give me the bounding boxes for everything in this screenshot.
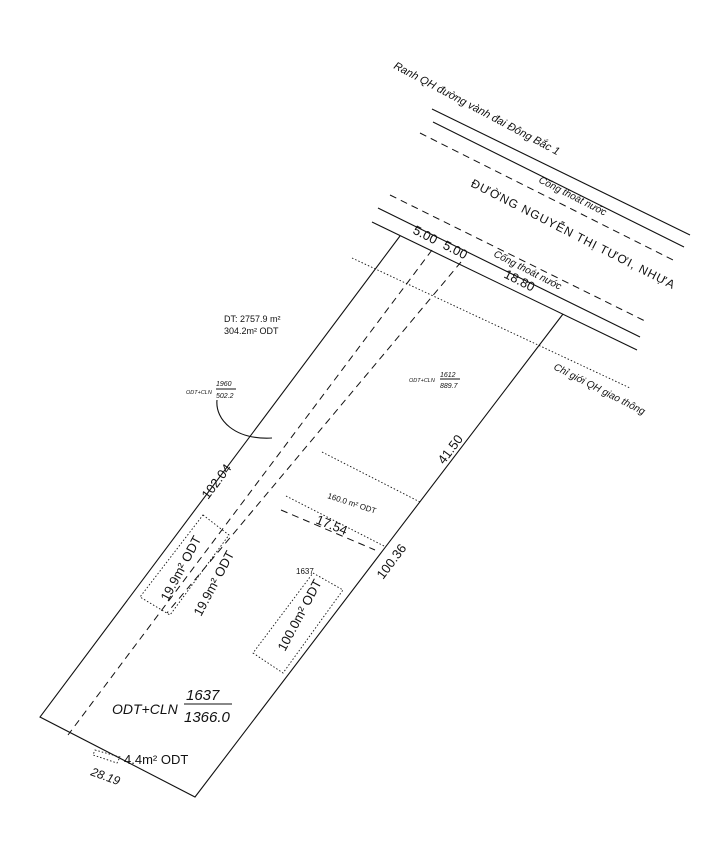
traffic-boundary-label: Chỉ giới QH giao thông <box>552 361 648 418</box>
plot-160-boundary <box>280 509 376 551</box>
area-total: DT: 2757.9 m² <box>224 314 281 324</box>
plot-100-number: 1637 <box>296 567 314 576</box>
plot-4-4-label: 4.4m² ODT <box>124 752 188 767</box>
planning-boundary-label: Ranh QH đường vành đai Đông Bắc 1 <box>392 59 562 158</box>
dim-right-upper: 41.50 <box>434 432 466 467</box>
road-edge-line <box>377 207 641 338</box>
neighbor-right-area: 889.7 <box>440 383 459 390</box>
plot-19-9-label-a: 19.9m² ODT <box>157 533 204 603</box>
neighbor-right-number: 1612 <box>440 372 456 379</box>
main-parcel-number: 1637 <box>186 687 220 704</box>
neighbor-right-prefix: ODT+CLN <box>409 378 435 384</box>
plot-4-4-boundary <box>92 749 121 764</box>
parcel-boundary <box>39 235 564 798</box>
plot-19-9-boundary <box>139 514 230 616</box>
traffic-boundary-line <box>351 257 631 389</box>
main-parcel-prefix: ODT+CLN <box>112 701 179 717</box>
dim-inner-width: 17.54 <box>314 512 350 538</box>
neighbor-left-prefix: ODT+CLN <box>186 390 212 396</box>
dim-front-mid: 5.00 <box>441 237 470 262</box>
plot-160-label: 160.0 m² ODT <box>326 491 377 515</box>
road-edge-line <box>432 121 685 248</box>
dim-right-lower: 100.36 <box>373 541 409 582</box>
leader-arc <box>216 399 273 439</box>
drain-label-top: Cống thoát nước <box>537 174 609 219</box>
plot-19-9-label-b: 19.9m² ODT <box>190 548 237 618</box>
plot-160-boundary <box>321 451 421 503</box>
neighbor-left-area: 502.2 <box>216 393 234 400</box>
plot-160-boundary <box>285 495 385 547</box>
main-parcel-area: 1366.0 <box>184 709 231 726</box>
road-edge-line <box>371 221 638 351</box>
planning-boundary-line <box>431 108 691 236</box>
neighbor-left-number: 1960 <box>216 381 232 388</box>
dim-left-side: 102.04 <box>198 461 234 502</box>
inner-dashed-line <box>67 249 433 736</box>
dim-bottom: 28.19 <box>88 764 122 788</box>
plot-100-boundary <box>252 572 344 674</box>
area-odt: 304.2m² ODT <box>224 326 279 336</box>
inner-dashed-line <box>166 261 462 614</box>
dim-front-left: 5.00 <box>411 222 440 247</box>
